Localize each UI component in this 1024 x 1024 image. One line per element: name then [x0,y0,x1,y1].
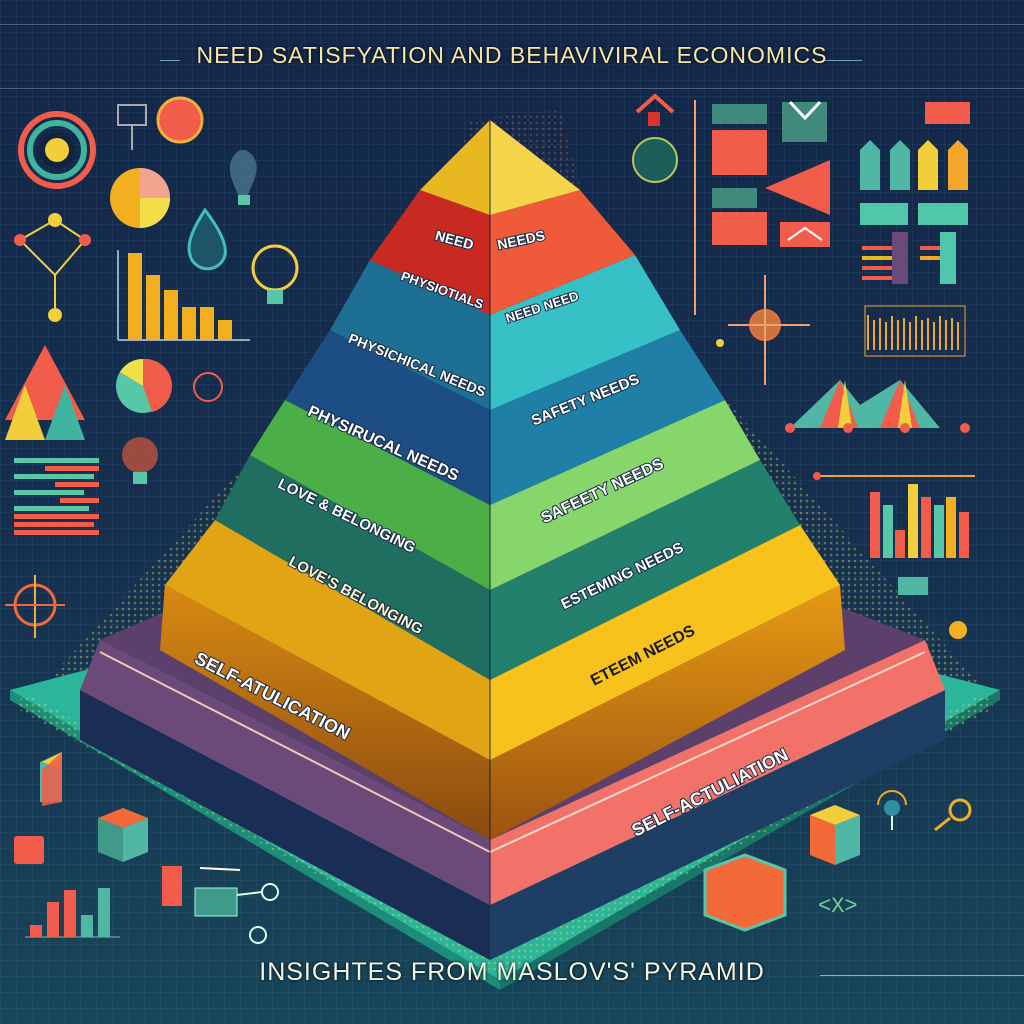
tier2-right-face [490,255,680,410]
tier6-left-face [165,520,490,760]
svg-text:<X>: <X> [818,894,858,919]
tier1-right-face [490,190,635,315]
bar-chart-left [117,250,250,341]
tier6-left-lower [160,585,490,840]
title-line-left [160,60,180,61]
apex-left [420,120,490,215]
red-tag-icon [162,866,182,906]
stacked-bars-panel [862,232,956,284]
tier3-left-face [285,330,490,505]
hexagon-icon [703,853,787,932]
pie-chart-left [110,168,170,228]
teal-label-box-1 [860,203,908,225]
envelope-panel [712,100,830,247]
signal-chart-icon [864,305,966,357]
tier7-left-face [80,640,490,905]
bar-chart-right [813,472,975,558]
tier7-right-face [490,640,945,905]
subtitle-line-right [820,975,1024,976]
number-badge [14,836,44,864]
gear-icon [949,621,967,639]
tier2-left-face [330,260,490,410]
title-line-right [822,60,862,61]
cube-icon-left [40,752,62,806]
cube-icon-right [810,805,860,865]
teal-label-box-2 [918,203,968,225]
target-icon [18,111,96,189]
tier4-left-face [250,400,490,590]
tier4-right-face [490,400,760,590]
network-diamond-icon [14,213,91,322]
page-subtitle: INSIGHTES FROM MASLOV'S' PYRAMID [259,958,765,986]
triangle-icon [5,345,85,440]
house-icon [635,93,675,126]
page-title: NEED SATISFYATION AND BEHAVIVIRAL ECONOM… [196,42,828,68]
funnel-icon [117,104,147,150]
horizontal-bar-chart [14,458,99,535]
tier6-right-lower [490,585,845,840]
lightbulb-icon [229,150,257,205]
code-brackets-icon: <X> [818,894,858,919]
mountain-line-chart [785,380,970,433]
red-label-box [925,102,970,124]
target-network-icon [716,275,810,385]
key-icon [934,798,972,832]
cube-icon-center [98,808,148,862]
tier6-right-face [490,525,840,760]
red-circle-icon [156,96,204,144]
teal-label-box-3 [898,577,928,595]
apex-right [490,120,580,215]
lightbulb-outline-icon [251,244,299,304]
tier1-left-face [370,190,490,315]
tier5-left-face [215,455,490,680]
bar-chart-bottom-left [25,888,120,938]
spiral-icon [193,372,223,402]
tier5-right-face [490,460,800,680]
lightbulb-red-icon [122,437,158,484]
tier3-right-face [490,330,725,505]
tier7-left-side [80,690,490,960]
top-rule [0,24,1024,25]
network-bottom-icon [194,867,279,944]
droplet-icon [187,207,227,271]
globe-icon [632,137,678,183]
arrow-badges [860,140,968,190]
tier7-right-side [490,690,945,960]
microphone-icon [877,790,907,830]
crosshair-icon [5,575,65,638]
pie-chart-bottom-left [116,358,172,413]
header-rule [0,88,1024,89]
